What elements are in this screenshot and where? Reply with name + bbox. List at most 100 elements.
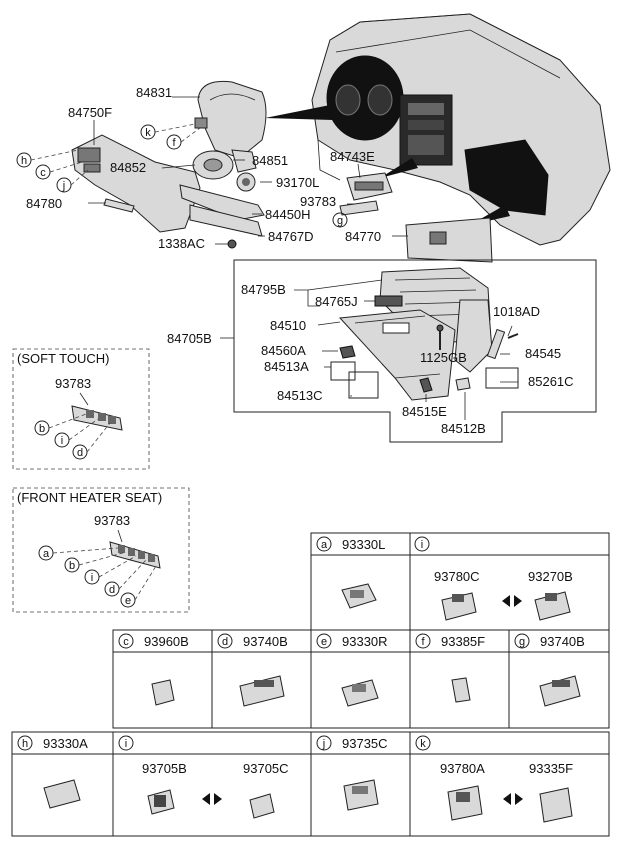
label-84513C: 84513C	[277, 388, 323, 403]
circle-ref-g: g	[332, 212, 348, 228]
part-code: 93780A	[440, 761, 485, 776]
label-84770: 84770	[345, 229, 381, 244]
svg-text:i: i	[61, 435, 63, 447]
svg-text:b: b	[69, 560, 75, 572]
label-84545: 84545	[525, 346, 561, 361]
svg-text:j: j	[322, 738, 325, 750]
label-84767D: 84767D	[268, 229, 314, 244]
pointer-arrow	[380, 158, 418, 178]
switch-93740B-image-2	[539, 675, 581, 707]
glovebox-lid-84510	[338, 309, 456, 401]
circle-ref-b: b	[34, 420, 50, 436]
label-93783: 93783	[300, 194, 336, 209]
switch-93735C-image	[343, 779, 379, 811]
crash-pad-lower-panel-84750F	[71, 134, 201, 233]
switch-93330R-image	[341, 679, 379, 707]
label-84560A: 84560A	[261, 343, 306, 358]
clip-84515E	[419, 377, 433, 393]
part-code: 93735C	[342, 736, 388, 751]
svg-text:k: k	[420, 738, 426, 750]
svg-text:d: d	[222, 636, 228, 648]
double-arrow-icon	[502, 595, 522, 607]
label-84795B: 84795B	[241, 282, 286, 297]
label-84750F: 84750F	[68, 105, 112, 120]
circle-ref-h: h	[16, 152, 32, 168]
pad-85261C	[485, 367, 519, 389]
lid-84770	[405, 217, 493, 263]
seal-84765J	[374, 295, 403, 307]
svg-text:c: c	[123, 636, 129, 648]
part-code: 93335F	[529, 761, 573, 776]
switch-93385F-image	[451, 677, 471, 703]
svg-text:i: i	[91, 572, 93, 584]
part-code: 93740B	[540, 634, 585, 649]
svg-text:e: e	[125, 595, 131, 607]
table-row-1: a 93330L i 93780C 93270B	[310, 532, 610, 631]
soft-touch-part: 93783	[55, 376, 91, 391]
circle-ref-e: e	[120, 592, 136, 608]
label-1338AC: 1338AC	[158, 236, 205, 251]
label-84851: 84851	[252, 153, 288, 168]
svg-text:a: a	[43, 548, 50, 560]
clip-84512B	[455, 377, 471, 391]
switch-93780C-image	[441, 592, 477, 621]
damper-84545	[486, 328, 519, 360]
svg-text:h: h	[22, 738, 28, 750]
circle-ref-j: j	[56, 177, 72, 193]
column-cover-84852	[192, 150, 234, 180]
part-code: 93330L	[342, 537, 385, 552]
part-code: 93330A	[43, 736, 88, 751]
switch-93705C-image	[249, 793, 275, 819]
part-code: 93270B	[528, 569, 573, 584]
svg-text:k: k	[145, 127, 151, 139]
switch-93330L-image	[341, 583, 377, 609]
switch-93783	[339, 200, 379, 216]
cluster-hood-84831	[194, 80, 267, 159]
circle-ref-b: b	[64, 557, 80, 573]
part-code: 93705C	[243, 761, 289, 776]
circle-ref-a: a	[38, 545, 54, 561]
front-heater-part: 93783	[94, 513, 130, 528]
svg-text:h: h	[21, 155, 27, 167]
soft-touch-title: (SOFT TOUCH)	[17, 351, 109, 366]
circle-ref-d: d	[72, 444, 88, 460]
switch-93960B-image	[151, 679, 175, 706]
circle-ref-c: c	[35, 164, 51, 180]
double-arrow-icon	[202, 793, 222, 805]
latch-84560A	[339, 345, 356, 359]
circle-ref-f: f	[166, 134, 182, 150]
svg-text:c: c	[40, 167, 46, 179]
glovebox-opening	[464, 139, 549, 216]
switch-93330A-image	[43, 779, 81, 809]
label-84515E: 84515E	[402, 404, 447, 419]
label-84705B: 84705B	[167, 331, 212, 346]
svg-text:g: g	[519, 636, 525, 648]
switch-93335F-image	[539, 787, 573, 823]
switch-panel-84743E	[346, 172, 393, 201]
pad-84513C	[348, 371, 379, 399]
svg-text:f: f	[421, 636, 425, 648]
svg-text:e: e	[321, 636, 327, 648]
svg-text:d: d	[77, 447, 83, 459]
label-93170L: 93170L	[276, 175, 319, 190]
front-heater-title: (FRONT HEATER SEAT)	[17, 490, 162, 505]
table-row-3: h 93330A i j 93735C k 93705B 93705C 9378…	[11, 731, 610, 837]
switch-93740B-image	[239, 675, 285, 707]
label-84513A: 84513A	[264, 359, 309, 374]
label-84510: 84510	[270, 318, 306, 333]
label-84450H: 84450H	[265, 207, 311, 222]
pointer-arrow	[265, 105, 333, 120]
circle-ref-d: d	[104, 581, 120, 597]
assembly-frame-84705B	[233, 259, 597, 443]
screw-1125GB	[436, 324, 444, 350]
part-code: 93385F	[441, 634, 485, 649]
label-1018AD: 1018AD	[493, 304, 540, 319]
bolt-1338AC	[227, 239, 237, 249]
svg-text:f: f	[172, 137, 176, 149]
part-code: 93740B	[243, 634, 288, 649]
label-84831: 84831	[136, 85, 172, 100]
label-1125GB: 1125GB	[420, 350, 467, 365]
label-84743E: 84743E	[330, 149, 375, 164]
circle-ref-i: i	[54, 432, 70, 448]
